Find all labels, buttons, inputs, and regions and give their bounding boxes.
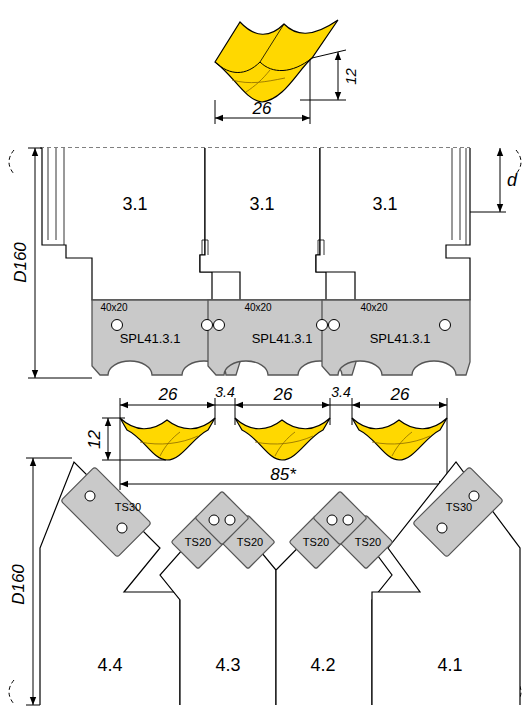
part-label: 4.2 — [310, 656, 335, 674]
part-label: TS20 — [355, 537, 381, 548]
body-number: 4.3 — [185, 645, 271, 685]
center-mark — [9, 148, 521, 704]
dimension-text: d — [507, 171, 517, 189]
body-number: 4.2 — [280, 645, 368, 685]
part-label: 3.1 — [122, 195, 147, 213]
knife-plate — [92, 300, 470, 375]
insert: TS20 — [232, 532, 268, 552]
dimension-text: 26 — [253, 100, 272, 117]
plate-size: 40x20 — [100, 303, 127, 313]
dimension-text: 26 — [274, 386, 293, 403]
mount-hole — [440, 320, 451, 331]
dimension-text: D160 — [12, 242, 29, 283]
part-label: TS20 — [185, 537, 211, 548]
knife-plate: 40x20SPL41.3.1 — [92, 300, 207, 360]
profile-shape — [120, 418, 215, 460]
insert: TS30 — [90, 492, 160, 522]
part-label: SPL41.3.1 — [120, 332, 181, 345]
wood-grain — [255, 432, 313, 456]
dimension-text: 3.4 — [215, 385, 234, 399]
part-label: SPL41.3.1 — [370, 332, 431, 345]
dimension-text: 26 — [159, 386, 178, 403]
part-label: TS20 — [237, 537, 263, 548]
part-label: TS30 — [115, 502, 141, 513]
part-label: TS30 — [446, 502, 472, 513]
wood-grain — [372, 432, 430, 456]
dimension-text: 12 — [85, 430, 102, 449]
insert: TS20 — [350, 532, 386, 552]
insert: TS30 — [425, 492, 495, 522]
wood-grain — [140, 432, 198, 456]
cutter-body — [40, 462, 520, 705]
body-number: 3.1 — [325, 160, 445, 240]
profile-shape — [120, 418, 447, 460]
dimension-text: 3.4 — [331, 385, 350, 399]
knife-plate — [322, 300, 470, 375]
part-label: 4.4 — [97, 656, 122, 674]
insert: TS20 — [298, 532, 334, 552]
mount-hole — [317, 320, 328, 331]
mount-hole — [112, 320, 123, 331]
part-label: SPL41.3.1 — [252, 332, 313, 345]
plate-size: 40x20 — [360, 303, 387, 313]
body-number: 4.4 — [60, 645, 160, 685]
dimension-text: 26 — [391, 386, 410, 403]
dimension-text: 85* — [270, 466, 296, 483]
mount-hole — [329, 320, 340, 331]
part-label: 4.3 — [215, 656, 240, 674]
profile-shape — [235, 418, 330, 460]
body-number: 4.1 — [400, 645, 500, 685]
mount-hole — [202, 320, 213, 331]
plate-size: 40x20 — [244, 303, 271, 313]
knife-plate: 40x20SPL41.3.1 — [336, 300, 466, 360]
part-label: 4.1 — [437, 656, 462, 674]
insert: TS20 — [180, 532, 216, 552]
body-number: 3.1 — [210, 160, 315, 240]
cutter-body — [42, 148, 470, 300]
profile-shape — [352, 418, 447, 460]
body-number: 3.1 — [70, 160, 200, 240]
mount-hole — [214, 320, 225, 331]
dimension-text: D160 — [10, 564, 27, 605]
part-label: 3.1 — [372, 195, 397, 213]
part-label: TS20 — [303, 537, 329, 548]
knife-plate: 40x20SPL41.3.1 — [222, 300, 322, 360]
part-label: 3.1 — [249, 195, 274, 213]
dimension-text: 12 — [343, 68, 358, 85]
profile-sketch — [215, 20, 338, 102]
